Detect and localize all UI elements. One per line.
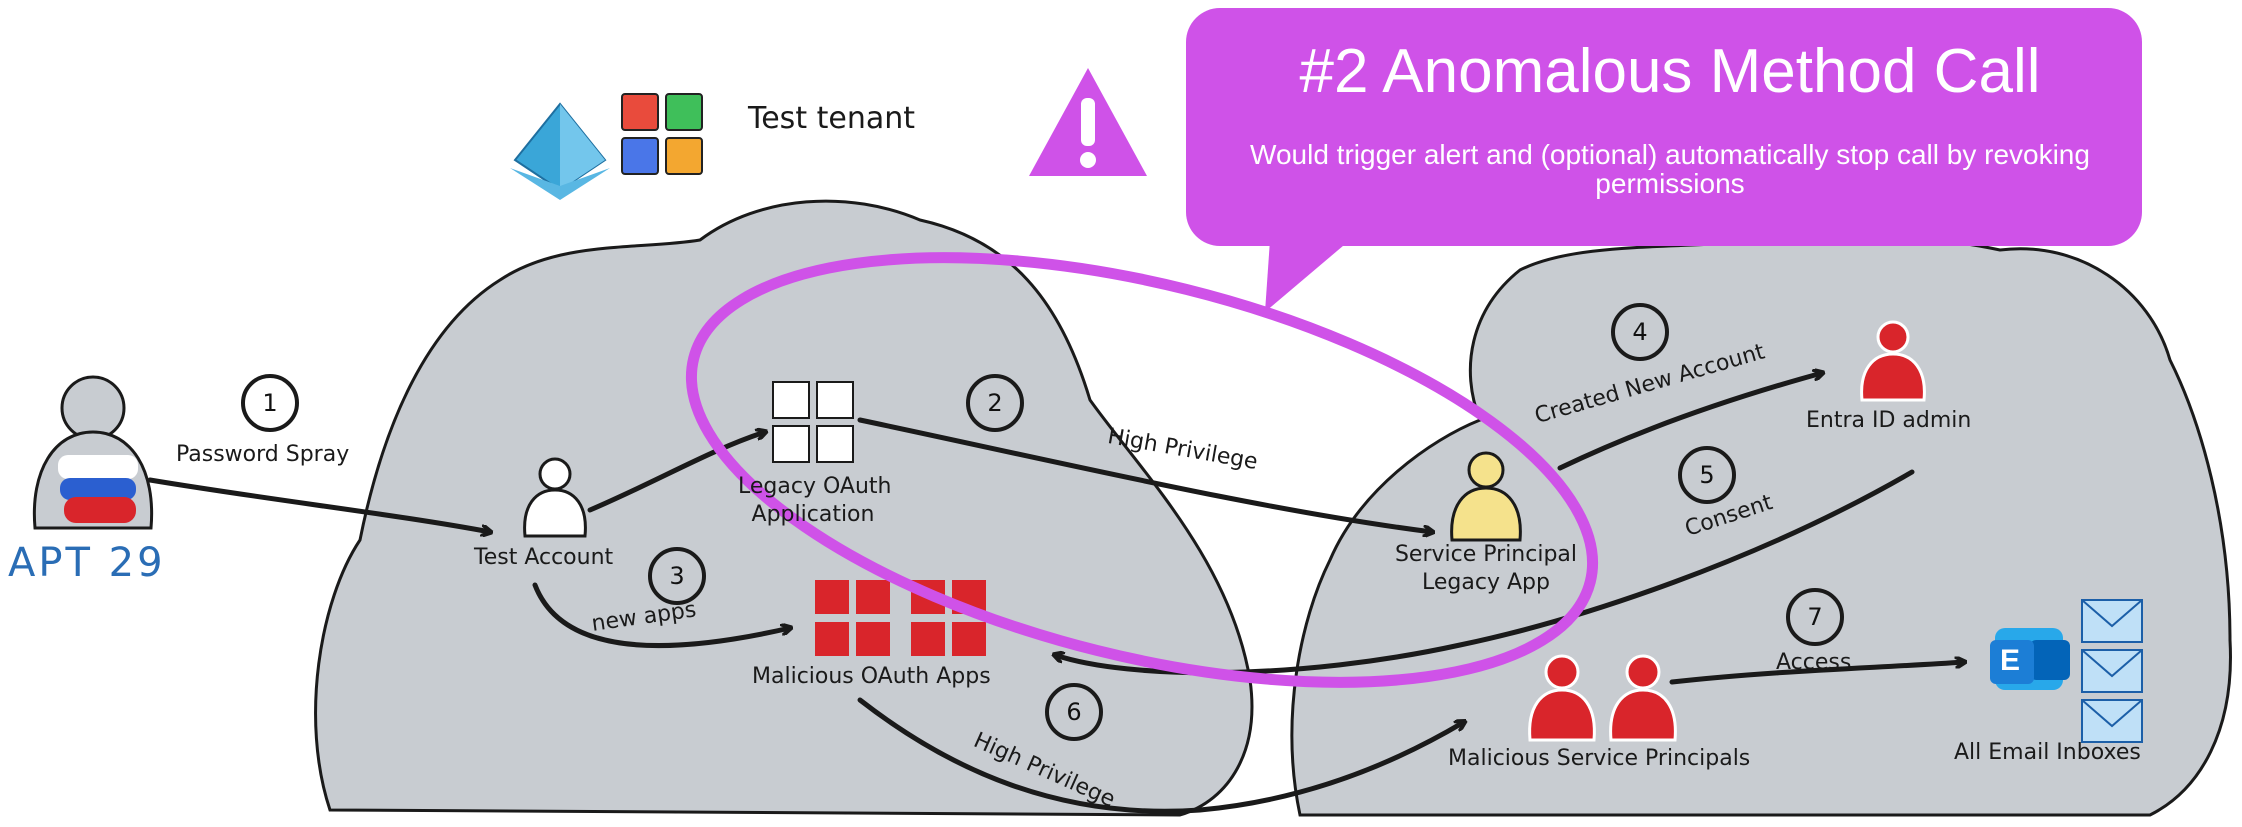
legacy-app-label-line1: Legacy OAuth: [738, 474, 892, 499]
legacy-app-grid-icon: [772, 381, 854, 463]
callout-pointer: [1265, 240, 1350, 312]
step-6-number: 6: [1066, 698, 1082, 726]
envelope-icon: [2081, 599, 2143, 743]
step-3-circle: [648, 547, 706, 605]
step-5-circle: [1678, 446, 1736, 504]
step-3-number: 3: [669, 562, 685, 590]
test-account-user-icon: [523, 457, 587, 538]
arrow-to-legacy-app: [587, 432, 765, 513]
service-principal-label-line2: Legacy App: [1422, 570, 1550, 595]
tenant-label: Test tenant: [748, 101, 916, 136]
exchange-icon: [1990, 628, 2070, 690]
step-6-circle: [1045, 683, 1103, 741]
step-1-label: Password Spray: [176, 442, 350, 467]
malicious-sp-label: Malicious Service Principals: [1448, 746, 1751, 771]
arrow-consent: [1055, 469, 1915, 676]
warning-icon: [1029, 68, 1147, 176]
legacy-app-label-line2: Application: [751, 502, 875, 527]
microsoft-logo-icon: [621, 93, 703, 175]
arrow-high-privilege-6: [857, 697, 1464, 814]
step-5-number: 5: [1699, 461, 1715, 489]
step-7-number: 7: [1807, 603, 1823, 631]
attacker-label: APT 29: [8, 540, 166, 586]
callout-subtitle: Would trigger alert and (optional) autom…: [1250, 139, 2090, 200]
service-principal-user-icon: [1450, 451, 1522, 542]
service-principal-label-line1: Service Principal: [1394, 542, 1578, 567]
step-1-circle: [241, 374, 299, 432]
arrow-high-privilege-2: [857, 417, 1432, 532]
test-account-label: Test Account: [474, 545, 614, 570]
arrow-created-account: [1557, 373, 1822, 471]
entra-admin-label: Entra ID admin: [1806, 408, 1972, 433]
step-1-number: 1: [262, 389, 278, 417]
step-7-circle: [1786, 588, 1844, 646]
callout-title: #2 Anomalous Method Call: [1299, 37, 2041, 106]
step-4-number: 4: [1632, 318, 1648, 346]
step-2-number: 2: [987, 389, 1003, 417]
exchange-letter: E: [2000, 644, 2021, 677]
email-inboxes-label: All Email Inboxes: [1954, 740, 2141, 765]
arrow-access: [1669, 662, 1964, 685]
malicious-sp-user-icon: [1528, 654, 1677, 742]
callout-bubble: [1186, 8, 2142, 246]
arrow-new-apps: [532, 582, 790, 649]
malicious-apps-label: Malicious OAuth Apps: [752, 664, 991, 689]
highlight-ellipse: [685, 252, 1599, 688]
step-4-circle: [1611, 303, 1669, 361]
arrow-password-spray: [147, 477, 490, 532]
step-2-circle: [966, 374, 1024, 432]
attacker-avatar-icon: [32, 375, 154, 530]
azure-ad-icon: [510, 102, 610, 200]
entra-admin-user-icon: [1860, 320, 1926, 402]
step-7-label: Access: [1776, 650, 1852, 675]
